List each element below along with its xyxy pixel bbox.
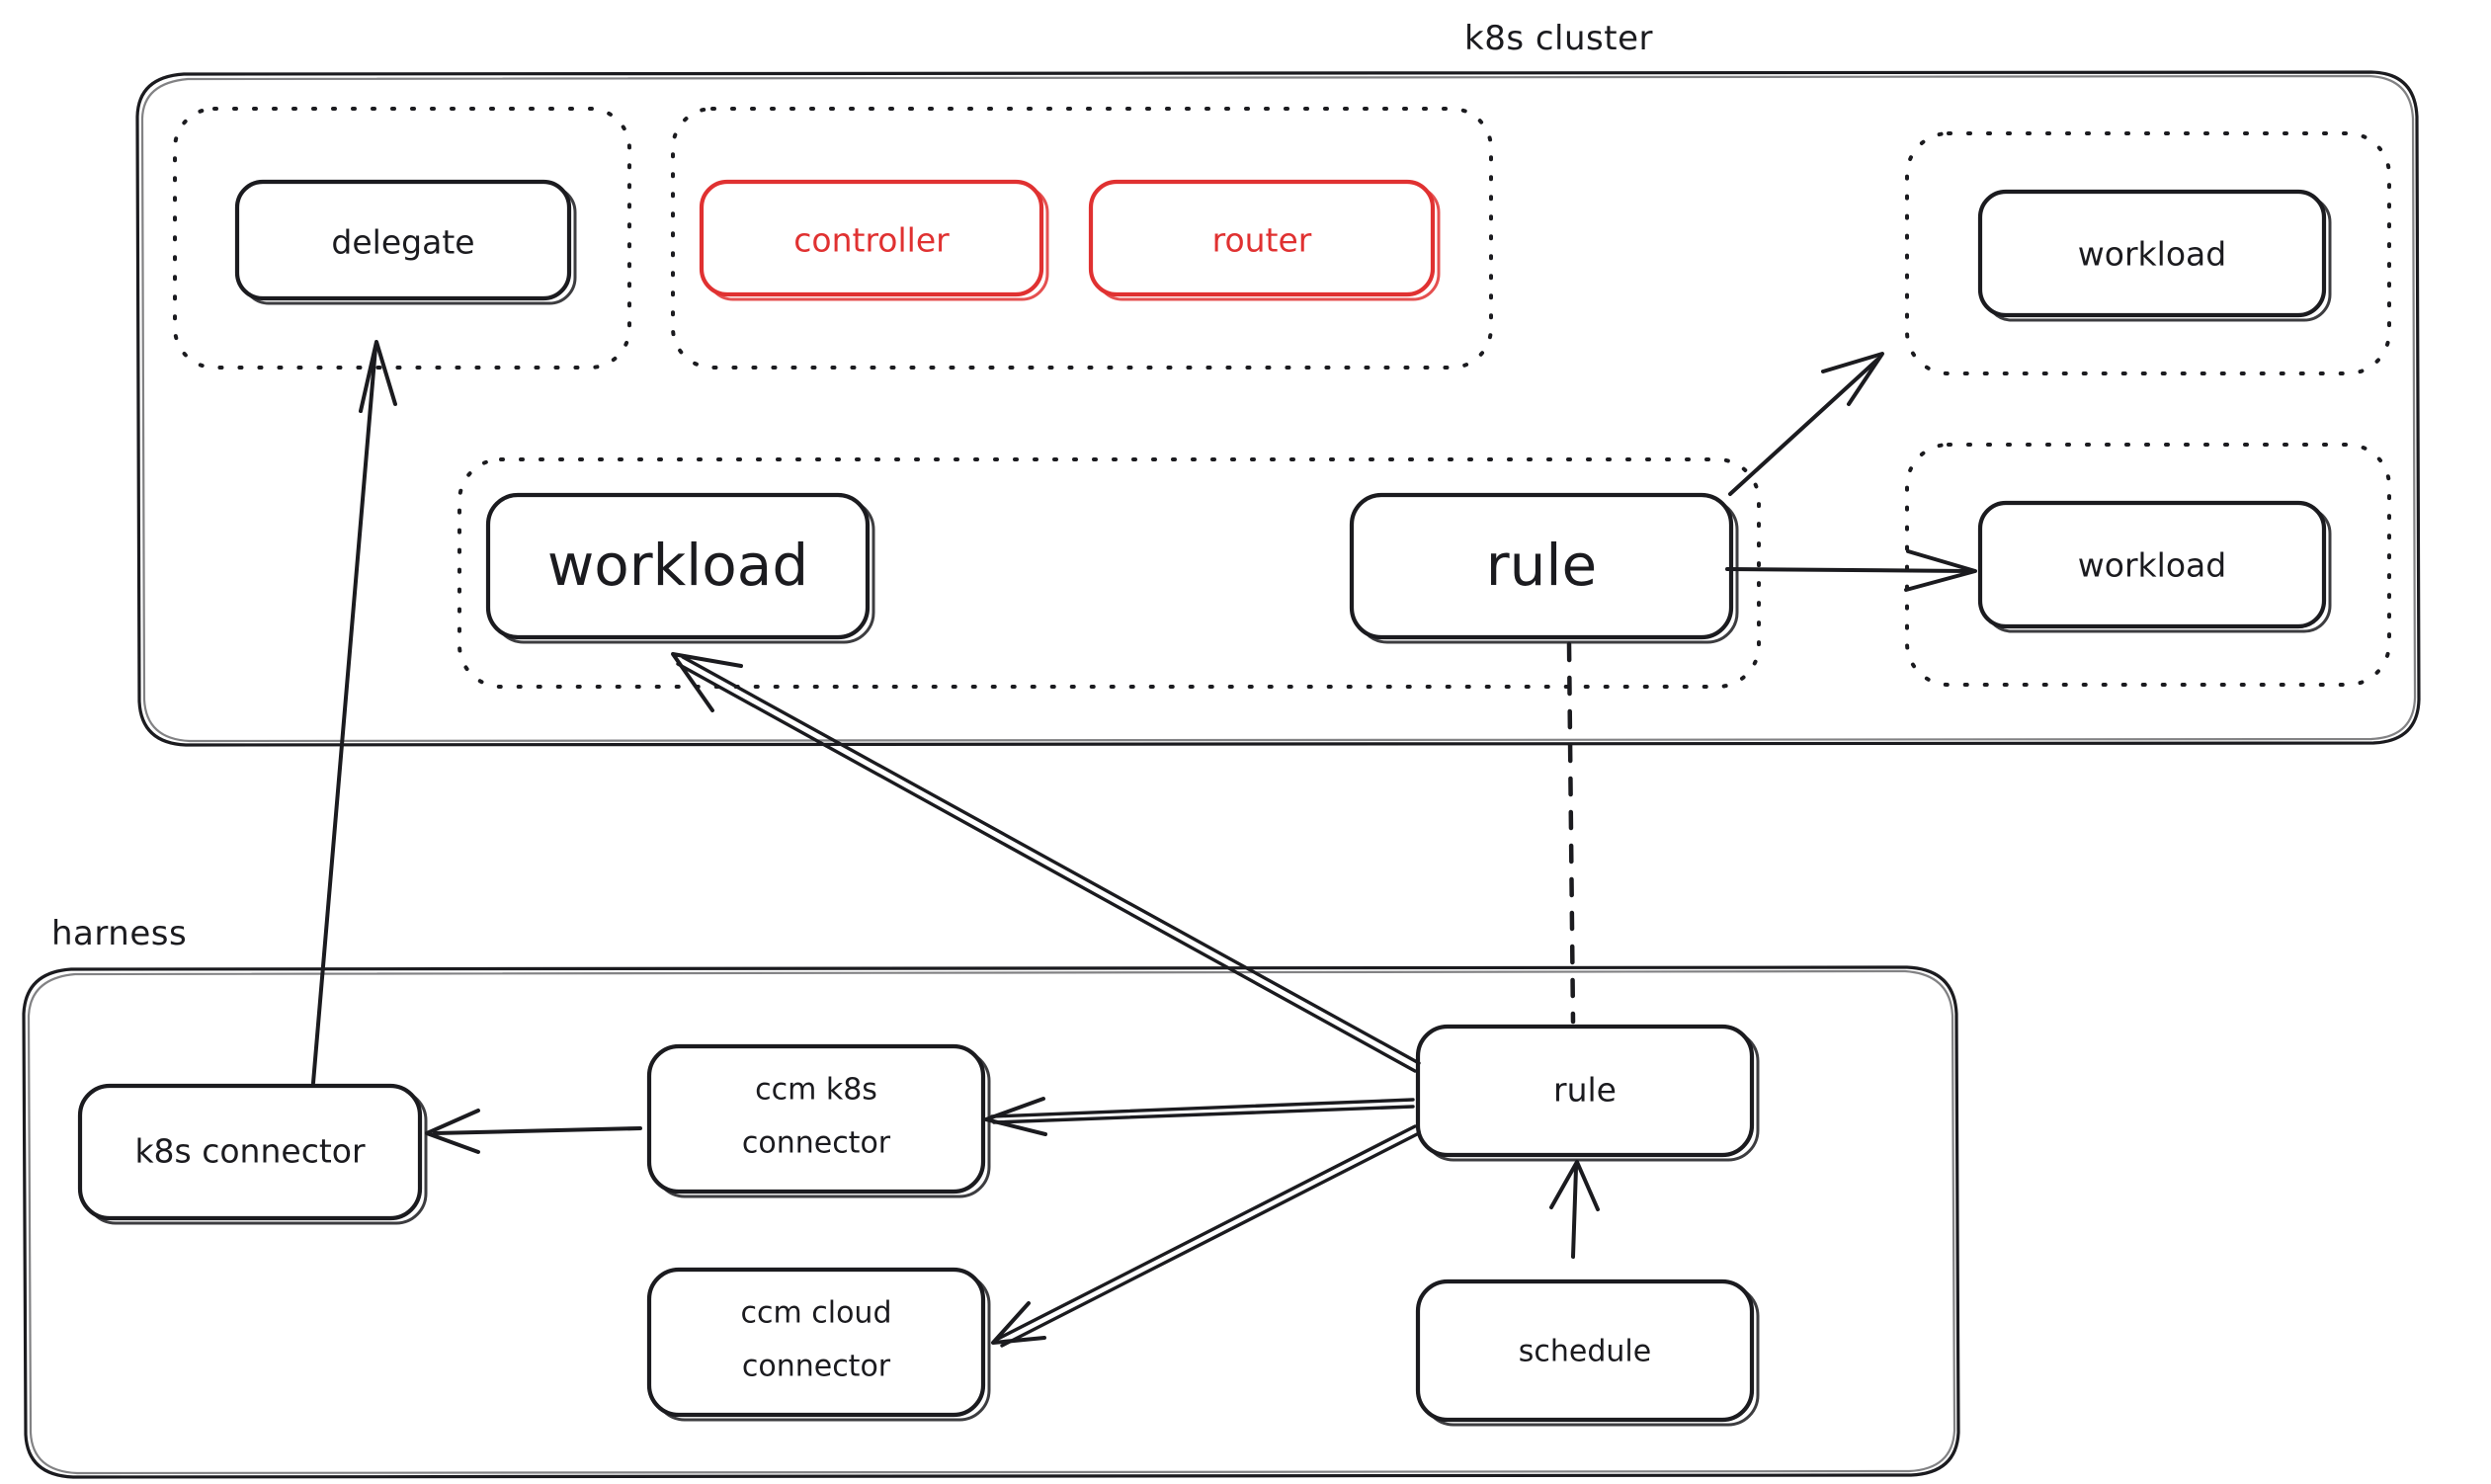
controller-router-group-border	[671, 107, 1493, 370]
harness-border-sketch	[27, 969, 1956, 1475]
workload-top-label: workload	[2078, 235, 2226, 274]
controller-label: controller	[793, 221, 950, 260]
group-harness	[22, 965, 1960, 1479]
ccm-k8s-connector-label-line2: connector	[742, 1126, 891, 1161]
node-k8s-connector[interactable]: k8s connector	[77, 1083, 428, 1225]
workload-top-group-border	[1905, 131, 2391, 375]
workload-bottom-group-border	[1905, 443, 2391, 687]
edge-ccm-k8s-to-k8s-connector	[425, 1109, 642, 1154]
node-rule-cluster[interactable]: rule	[1349, 492, 1739, 644]
ccm-k8s-connector-label-line1: ccm k8s	[755, 1073, 877, 1108]
delegate-label: delegate	[331, 223, 474, 262]
node-workload-main[interactable]: workload	[485, 492, 875, 644]
schedule-box	[1415, 1278, 1755, 1423]
ccm-cloud-connector-box	[646, 1267, 986, 1418]
workload-bottom-label: workload	[2078, 546, 2226, 585]
node-rule-harness[interactable]: rule	[1415, 1024, 1760, 1162]
k8s-cluster-border-sketch	[140, 74, 2417, 743]
node-delegate[interactable]: delegate	[234, 179, 577, 305]
delegate-group-border	[173, 107, 631, 370]
node-workload-bottom[interactable]: workload	[1977, 500, 2332, 633]
k8s-connector-box	[77, 1083, 423, 1221]
edge-rule-cluster-to-rule-harness-dashed	[1566, 641, 1576, 1025]
subgroup-workload-bottom	[1905, 443, 2391, 687]
workload-main-box	[485, 492, 871, 640]
node-ccm-k8s-connector[interactable]: ccm k8s connector	[646, 1043, 991, 1198]
ccm-cloud-connector-label-line2: connector	[742, 1350, 891, 1384]
node-schedule[interactable]: schedule	[1415, 1278, 1760, 1427]
node-ccm-cloud-connector[interactable]: ccm cloud connector	[646, 1267, 991, 1422]
delegate-box	[234, 179, 572, 301]
k8s-cluster-label: k8s cluster	[1464, 19, 1653, 58]
rule-cluster-box	[1349, 492, 1734, 640]
workload-rule-group-border	[457, 457, 1761, 689]
group-k8s-cluster	[135, 70, 2421, 747]
node-router[interactable]: router	[1088, 179, 1441, 301]
edge-schedule-to-rule-harness	[1549, 1160, 1600, 1259]
harness-border	[22, 965, 1960, 1479]
edge-rule-harness-to-ccm-k8s-connector	[984, 1097, 1415, 1136]
edge-k8s-connector-to-delegate	[311, 340, 397, 1085]
rule-harness-label: rule	[1553, 1071, 1617, 1110]
ccm-k8s-connector-box	[646, 1043, 986, 1195]
subgroup-delegate	[173, 107, 631, 370]
k8s-connector-label: k8s connector	[134, 1132, 366, 1171]
edge-rule-cluster-to-workload-top	[1728, 352, 1884, 496]
edge-rule-harness-to-workload-main	[671, 652, 1421, 1073]
rule-harness-box	[1415, 1024, 1755, 1158]
node-workload-top[interactable]: workload	[1977, 189, 2332, 322]
rule-cluster-label: rule	[1486, 532, 1597, 599]
schedule-label: schedule	[1519, 1335, 1651, 1369]
ccm-cloud-connector-label-line1: ccm cloud	[741, 1296, 892, 1331]
workload-top-box	[1977, 189, 2327, 318]
router-box	[1088, 179, 1436, 297]
workload-bottom-box	[1977, 500, 2327, 629]
controller-box	[699, 179, 1044, 297]
router-label: router	[1212, 221, 1312, 260]
k8s-cluster-border	[135, 70, 2421, 747]
edge-rule-cluster-to-workload-bottom	[1725, 549, 1977, 592]
workload-main-label: workload	[547, 532, 808, 599]
edge-rule-harness-to-ccm-cloud-connector	[991, 1124, 1421, 1348]
harness-label: harness	[51, 914, 187, 953]
node-controller[interactable]: controller	[699, 179, 1049, 301]
subgroup-workload-rule	[457, 457, 1761, 689]
subgroup-controller-router	[671, 107, 1493, 370]
subgroup-workload-top	[1905, 131, 2391, 375]
